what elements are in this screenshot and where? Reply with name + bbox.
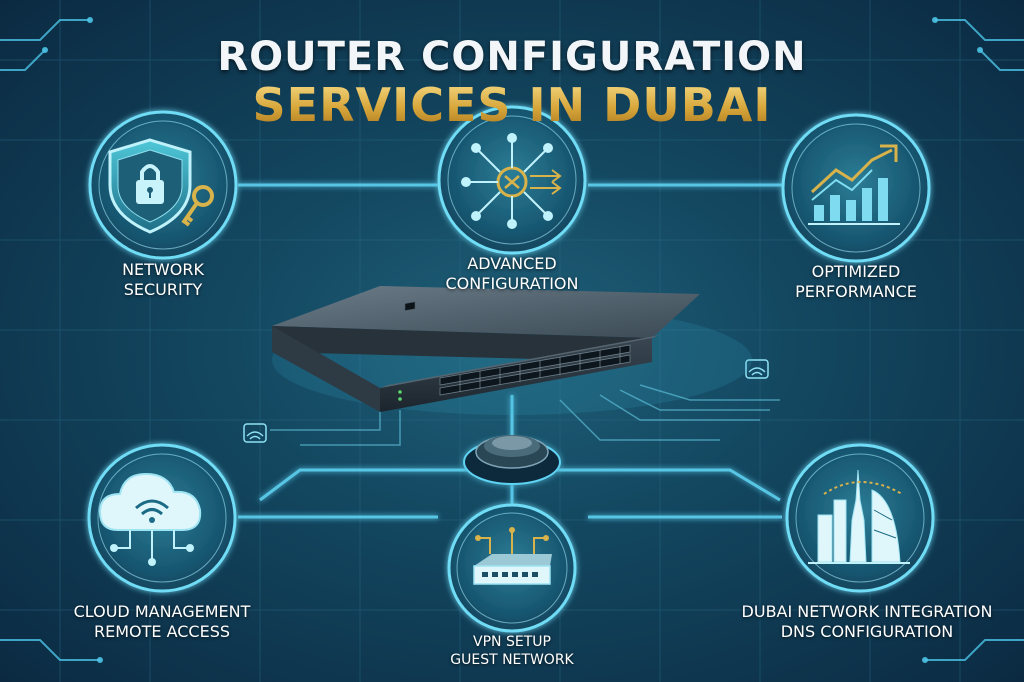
label-line: CLOUD MANAGEMENT: [73, 602, 251, 621]
label-cloud-management: CLOUD MANAGEMENT REMOTE ACCESS: [40, 602, 284, 642]
shield-lock-key-icon: [108, 138, 214, 234]
switch-ports: [439, 344, 631, 396]
router-device-icon: [473, 527, 552, 585]
label-line: GUEST NETWORK: [450, 652, 574, 668]
label-line: CONFIGURATION: [445, 274, 579, 293]
network-hub-icon: [461, 133, 562, 229]
cloud-wifi-icon: [98, 472, 202, 566]
label-line: REMOTE ACCESS: [93, 622, 231, 641]
label-line: DUBAI NETWORK INTEGRATION: [741, 602, 993, 621]
dubai-skyline-icon: [808, 469, 910, 564]
performance-chart-icon: [808, 144, 900, 225]
label-dubai-network-integration: DUBAI NETWORK INTEGRATION DNS CONFIGURAT…: [722, 602, 1012, 642]
label-network-security: NETWORK SECURITY: [73, 260, 253, 300]
label-vpn-setup: VPN SETUP GUEST NETWORK: [412, 633, 612, 669]
label-line: SECURITY: [123, 280, 203, 299]
small-wifi-badges: [243, 359, 769, 443]
label-line: PERFORMANCE: [795, 282, 917, 301]
title-line-1: ROUTER CONFIGURATION: [217, 34, 807, 80]
label-line: ADVANCED: [467, 254, 557, 273]
central-hub-device: [463, 435, 561, 485]
network-switch-illustration: [272, 286, 700, 412]
label-advanced-configuration: ADVANCED CONFIGURATION: [412, 254, 612, 294]
label-line: VPN SETUP: [473, 634, 551, 650]
label-optimized-performance: OPTIMIZED PERFORMANCE: [756, 262, 956, 302]
label-line: NETWORK: [122, 260, 204, 279]
label-line: OPTIMIZED: [811, 262, 901, 281]
corner-circuits: [0, 19, 1024, 661]
title-line-2: SERVICES IN DUBAI: [0, 78, 1024, 132]
label-line: DNS CONFIGURATION: [780, 622, 954, 641]
